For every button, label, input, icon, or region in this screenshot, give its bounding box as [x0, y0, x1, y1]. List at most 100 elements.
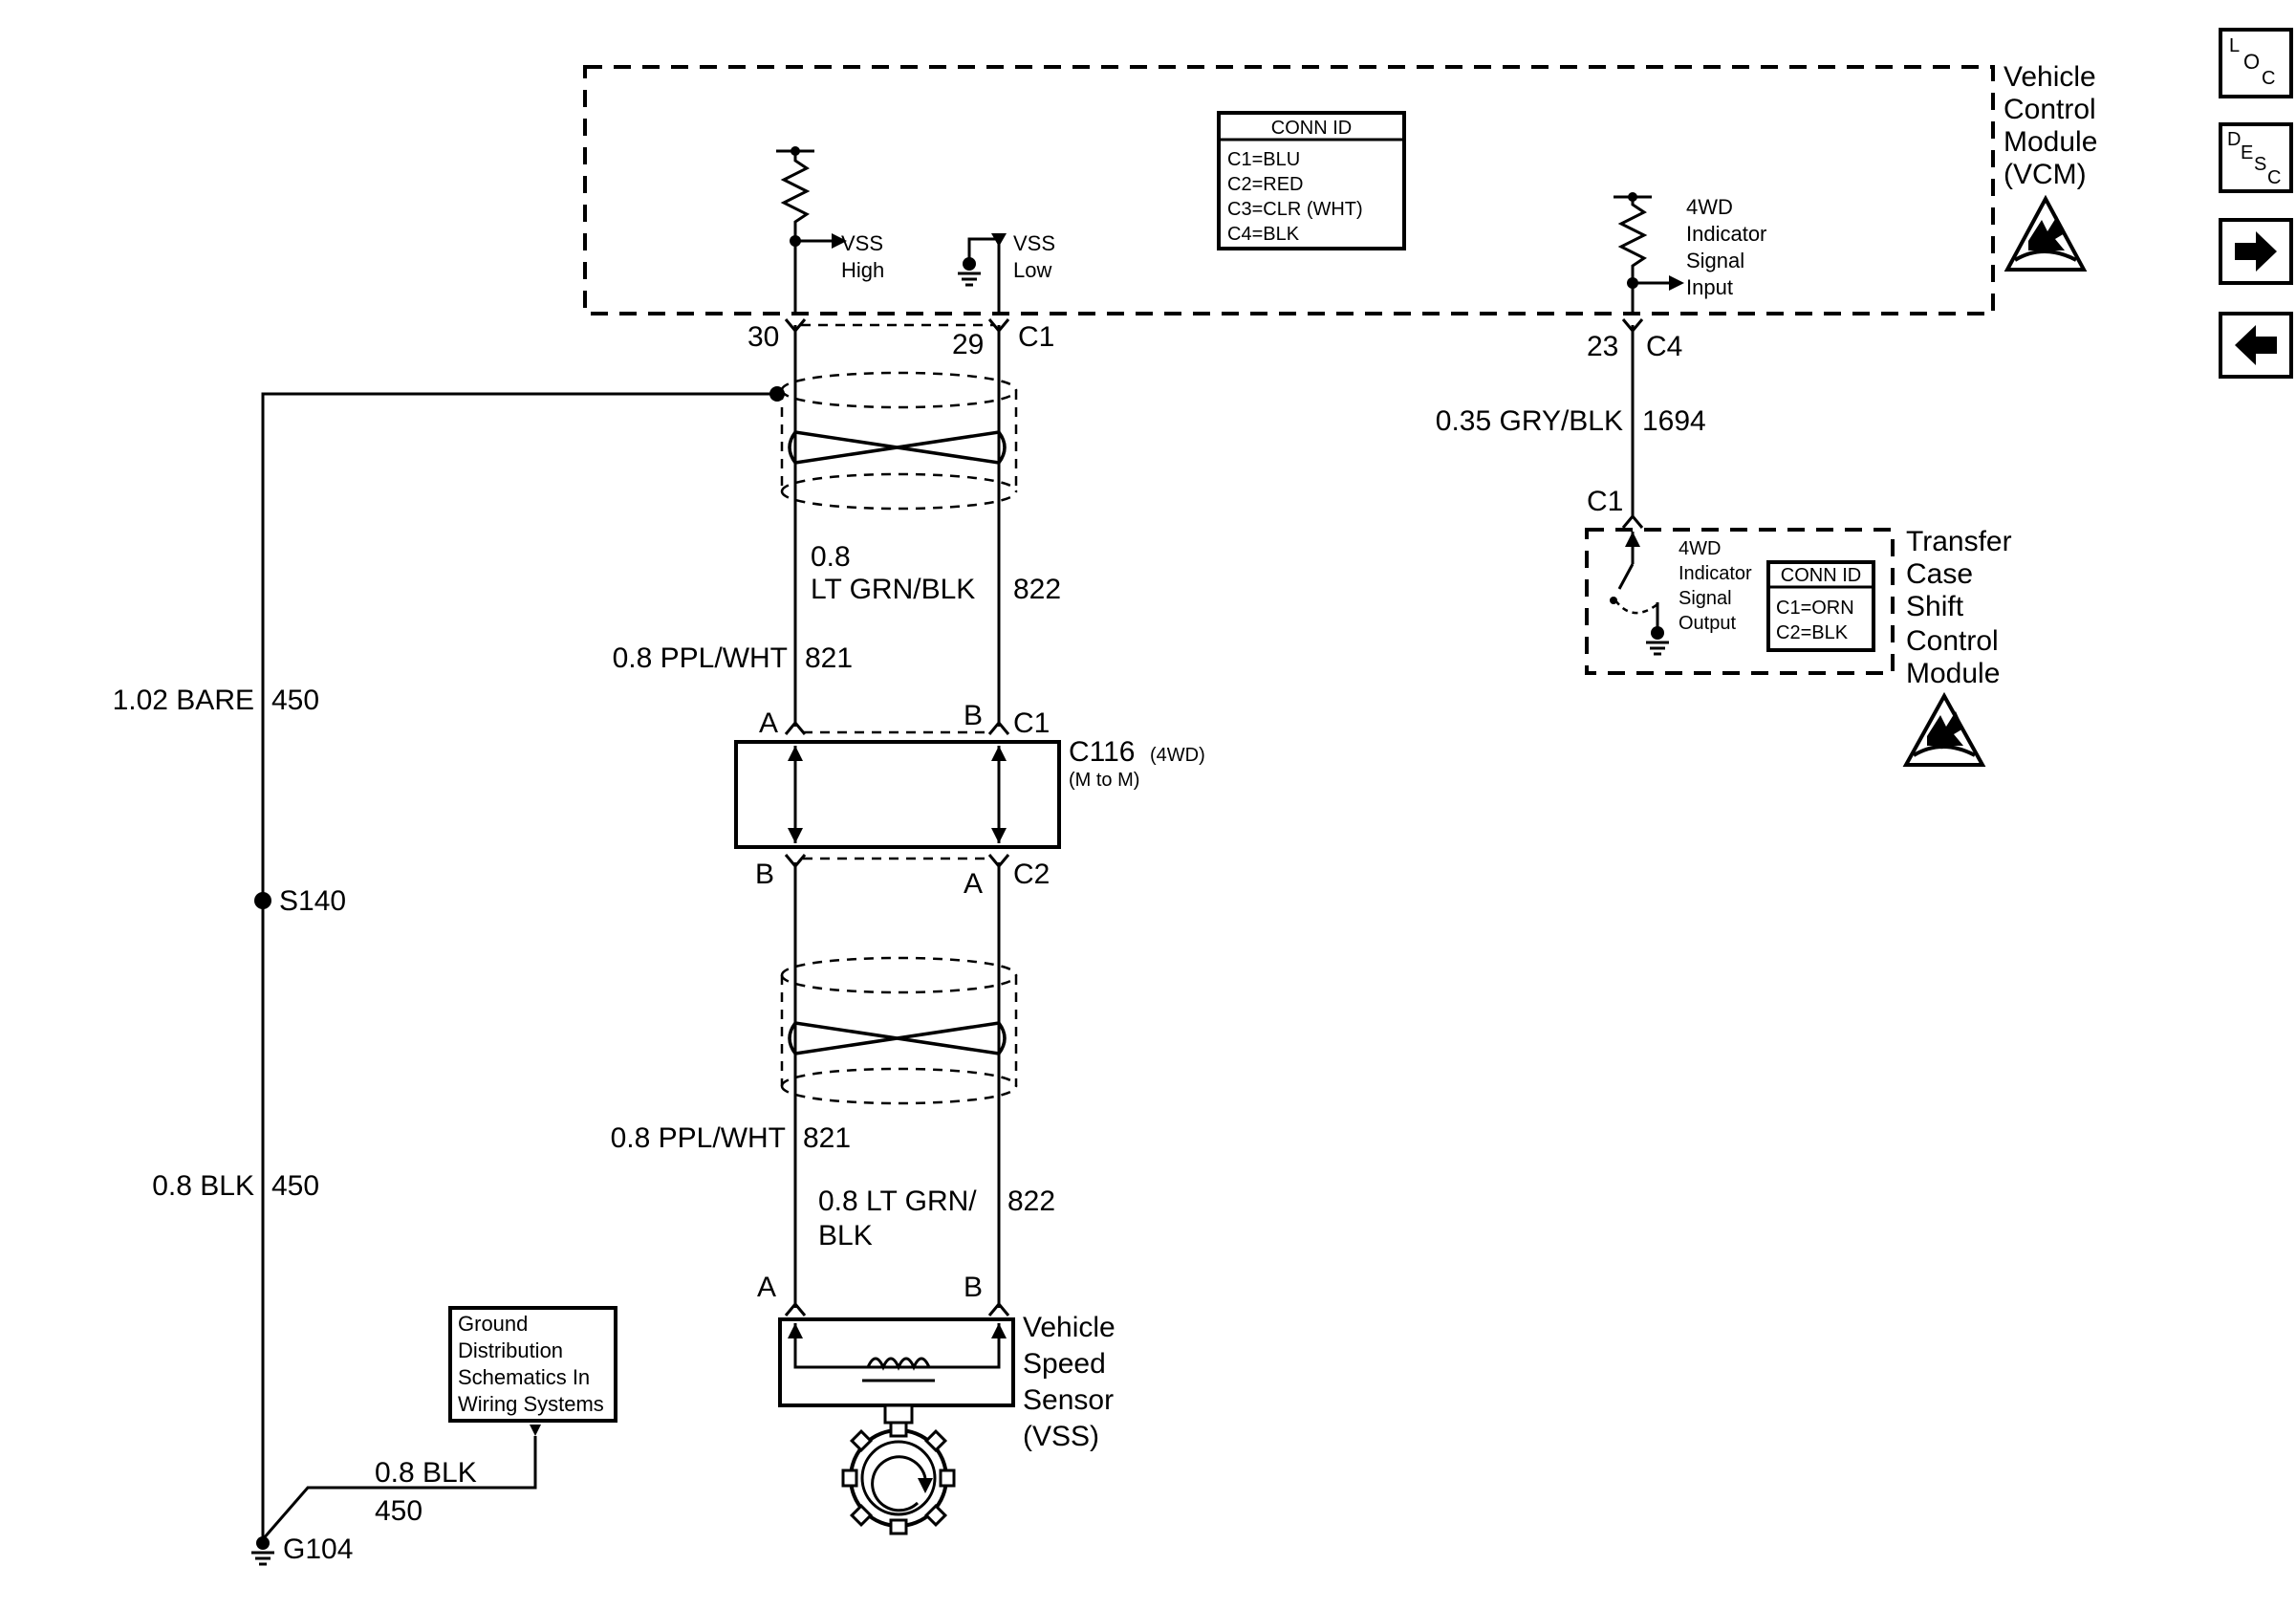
c116-bottom-terminals — [784, 854, 1010, 869]
lower-ltgrn-circuit: 822 — [1007, 1186, 1055, 1217]
lower-ltgrn-label-1: 0.8 LT GRN/ — [818, 1186, 977, 1217]
transfer-case-box — [1585, 528, 1895, 675]
vss-name-3: Sensor — [1023, 1384, 1114, 1416]
upper-ltgrn-circuit: 822 — [1013, 574, 1061, 605]
upper-ppl-circuit: 821 — [805, 642, 853, 674]
vss-sensor-stem — [883, 1403, 914, 1425]
vcm-connector-c1: C1 — [1018, 321, 1054, 353]
desc-letter-4: C — [2267, 167, 2281, 188]
desc-letter-2: E — [2241, 142, 2253, 163]
gry-blk-wire-circuit: 1694 — [1642, 405, 1706, 437]
indicator-input-label-3: Signal — [1686, 249, 1744, 272]
svg-text:C3=CLR (WHT): C3=CLR (WHT) — [1227, 199, 1363, 220]
vss-sensor-coil — [788, 1323, 1007, 1382]
next-page-button[interactable] — [2219, 218, 2293, 285]
transfer-case-connector-c1: C1 — [1587, 486, 1623, 517]
vss-sensor-terminals — [784, 1301, 1010, 1316]
esd-warning-icon — [2004, 194, 2088, 272]
vcm-pin-terminals — [784, 318, 1644, 334]
vss-name-4: (VSS) — [1023, 1421, 1099, 1452]
twisted-pair-shield-upper — [780, 371, 1018, 511]
blk-wire-upper-circuit: 450 — [271, 1170, 319, 1202]
gry-blk-wire-label: 0.35 GRY/BLK — [1436, 405, 1623, 437]
svg-text:C4=BLK: C4=BLK — [1227, 224, 1300, 245]
arrow-left-icon — [2235, 325, 2277, 365]
transfer-case-name-4: Control — [1906, 625, 1999, 657]
blk-wire-lower-label: 0.8 BLK — [375, 1457, 477, 1489]
desc-letter-1: D — [2227, 129, 2241, 150]
vcm-pin-23: 23 — [1587, 331, 1618, 362]
vcm-pin-29: 29 — [952, 329, 984, 360]
svg-text:C2=RED: C2=RED — [1227, 174, 1303, 195]
vcm-name-3: Module — [2004, 126, 2097, 158]
vss-high-label-2: High — [841, 258, 884, 282]
arrow-right-icon — [2235, 231, 2277, 272]
indicator-output-label-3: Signal — [1679, 588, 1732, 609]
c116-name: C116 — [1069, 736, 1136, 768]
c116-tag: (4WD) — [1150, 745, 1205, 766]
blk-wire-lower-circuit: 450 — [375, 1495, 422, 1527]
vss-pin-a: A — [757, 1272, 776, 1303]
vcm-name-1: Vehicle — [2004, 61, 2096, 93]
c116-top-pin-a: A — [759, 707, 778, 739]
previous-page-button[interactable] — [2219, 312, 2293, 379]
indicator-output-label-4: Output — [1679, 613, 1736, 634]
wire-450-drain — [261, 392, 777, 1549]
lower-ppl-label: 0.8 PPL/WHT — [611, 1122, 786, 1154]
vss-name-2: Speed — [1023, 1348, 1106, 1380]
lower-ppl-circuit: 821 — [803, 1122, 851, 1154]
ground-reference-line-1: Ground — [458, 1312, 528, 1336]
svg-text:C1=BLU: C1=BLU — [1227, 149, 1300, 170]
vss-name-1: Vehicle — [1023, 1312, 1116, 1343]
transfer-case-terminal — [1621, 513, 1644, 529]
loc-letter-1: L — [2229, 35, 2240, 56]
vss-pin-b: B — [964, 1272, 983, 1303]
transfer-case-name-5: Module — [1906, 658, 2000, 689]
ground-reference-line-2: Distribution — [458, 1338, 563, 1362]
vss-high-pullup-resistor — [776, 146, 847, 314]
c116-top-terminals — [784, 720, 1010, 735]
svg-text:C1=ORN: C1=ORN — [1776, 598, 1854, 619]
indicator-output-switch — [1610, 532, 1669, 656]
lower-ltgrn-label-2: BLK — [818, 1220, 873, 1251]
c116-top-pin-b: B — [964, 700, 983, 731]
c116-bottom-connector: C2 — [1013, 859, 1050, 890]
transfer-case-name-1: Transfer — [1906, 526, 2012, 557]
indicator-input-label-1: 4WD — [1686, 195, 1733, 219]
desc-button[interactable]: D E S C — [2219, 122, 2293, 193]
vss-low-ground-reference — [958, 233, 1007, 314]
wire-450-ground-ref — [261, 1436, 537, 1540]
indicator-input-label-2: Indicator — [1686, 222, 1766, 246]
ground-g104-label: G104 — [283, 1534, 353, 1565]
svg-text:CONN ID: CONN ID — [1781, 565, 1861, 586]
reluctor-wheel-icon — [841, 1421, 956, 1535]
ground-reference-box[interactable] — [448, 1306, 617, 1423]
bare-wire-circuit: 450 — [271, 685, 319, 716]
transfer-case-name-3: Shift — [1906, 591, 1964, 622]
svg-text:C2=BLK: C2=BLK — [1776, 622, 1849, 643]
splice-s140-label: S140 — [279, 885, 346, 917]
splice-s140-dot — [254, 892, 271, 909]
c116-bottom-pin-b: B — [755, 859, 774, 890]
c116-connector-body — [734, 740, 1061, 849]
upper-ppl-label: 0.8 PPL/WHT — [613, 642, 788, 674]
indicator-input-pullup-resistor — [1614, 192, 1684, 314]
c116-type: (M to M) — [1069, 770, 1139, 791]
loc-button[interactable]: L O C — [2219, 28, 2293, 98]
vcm-connector-c4: C4 — [1646, 331, 1682, 362]
vcm-pin-30: 30 — [747, 321, 779, 353]
ground-g104-icon — [251, 1536, 274, 1566]
vss-high-label-1: VSS — [841, 231, 883, 255]
indicator-output-label-1: 4WD — [1679, 538, 1721, 559]
svg-text:CONN ID: CONN ID — [1271, 118, 1352, 139]
indicator-output-label-2: Indicator — [1679, 563, 1752, 584]
vcm-conn-id-table: CONN ID C1=BLU C2=RED C3=CLR (WHT) C4=BL… — [1217, 111, 1406, 250]
vss-low-label-1: VSS — [1013, 231, 1055, 255]
transfer-case-conn-id-table: CONN ID C1=ORN C2=BLK — [1766, 560, 1875, 652]
transfer-case-name-2: Case — [1906, 558, 1973, 590]
ground-reference-arrow-icon — [530, 1425, 541, 1436]
upper-ltgrn-label: LT GRN/BLK — [811, 574, 975, 605]
loc-letter-3: C — [2262, 68, 2275, 89]
ground-reference-line-3: Schematics In — [458, 1365, 590, 1389]
